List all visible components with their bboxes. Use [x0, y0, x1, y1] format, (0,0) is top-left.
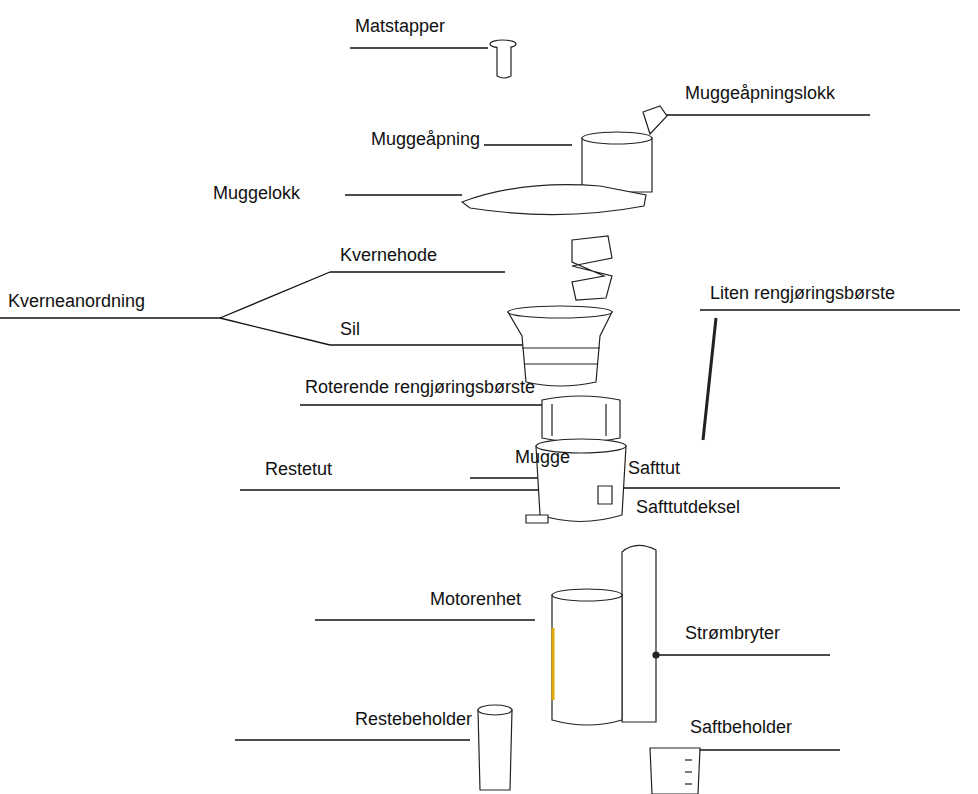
part-label: Strømbryter: [685, 622, 780, 644]
part-label: Matstapper: [355, 15, 445, 37]
pulp-spout: [526, 515, 548, 523]
leader-line: [315, 619, 535, 620]
part-label: Safttut: [628, 457, 680, 479]
rotating-brush: [542, 396, 620, 442]
leader-line: [662, 114, 870, 115]
leader-line: [350, 47, 488, 48]
part-label: Roterende rengjøringsbørste: [305, 376, 535, 398]
leader-line: [235, 739, 470, 740]
leader-line: [690, 749, 840, 750]
part-label: Kvernehode: [340, 244, 437, 266]
auger: [572, 236, 612, 300]
strainer: [508, 308, 612, 386]
motor-tower: [622, 545, 656, 722]
strainer: [522, 347, 600, 348]
rotating-brush: [605, 404, 606, 436]
chute-lid: [643, 106, 667, 134]
part-label: Kverneanordning: [8, 290, 145, 312]
parts: [462, 40, 716, 794]
food-pusher: [490, 40, 516, 48]
part-label: Muggeåpningslokk: [685, 82, 835, 104]
chute: [582, 132, 652, 144]
jug-lid: [462, 185, 646, 215]
part-label: Mugge: [515, 446, 570, 468]
power-switch: [653, 652, 659, 658]
leader-line: [300, 404, 545, 405]
juice-container: [650, 748, 700, 794]
part-label: Muggeåpning: [371, 128, 480, 150]
leader-line: [330, 271, 505, 272]
juice-spout-cap: [598, 486, 612, 504]
leader-line: [700, 309, 960, 310]
part-label: Saftbeholder: [690, 716, 792, 738]
juice-container: [685, 759, 692, 760]
leader-line: [655, 654, 830, 655]
strainer: [508, 306, 612, 318]
part-label: Restebeholder: [355, 708, 472, 730]
part-label: Safttutdeksel: [636, 496, 740, 518]
leader-line: [610, 487, 840, 488]
leader-line: [345, 194, 462, 195]
leader-line: [484, 144, 572, 145]
chute: [582, 133, 652, 192]
motor-unit: [552, 589, 622, 601]
rotating-brush: [551, 404, 552, 436]
leader-line: [220, 272, 330, 318]
part-label: Muggelokk: [213, 182, 300, 204]
small-brush: [703, 318, 716, 440]
food-pusher: [497, 47, 511, 78]
pulp-container: [478, 705, 512, 715]
strainer: [524, 363, 598, 364]
leader-line: [0, 317, 220, 318]
juice-container: [685, 783, 692, 784]
part-label: Liten rengjøringsbørste: [710, 282, 895, 304]
part-label: Restetut: [265, 458, 332, 480]
leader-line: [220, 318, 330, 345]
pulp-container: [478, 710, 512, 790]
juice-container: [685, 771, 692, 772]
motor-unit: [552, 590, 622, 726]
leader-line: [240, 489, 545, 490]
part-label: Motorenhet: [430, 588, 521, 610]
motor-stripe: [552, 628, 555, 700]
leader-lines: [0, 48, 960, 750]
part-label: Sil: [340, 318, 360, 340]
